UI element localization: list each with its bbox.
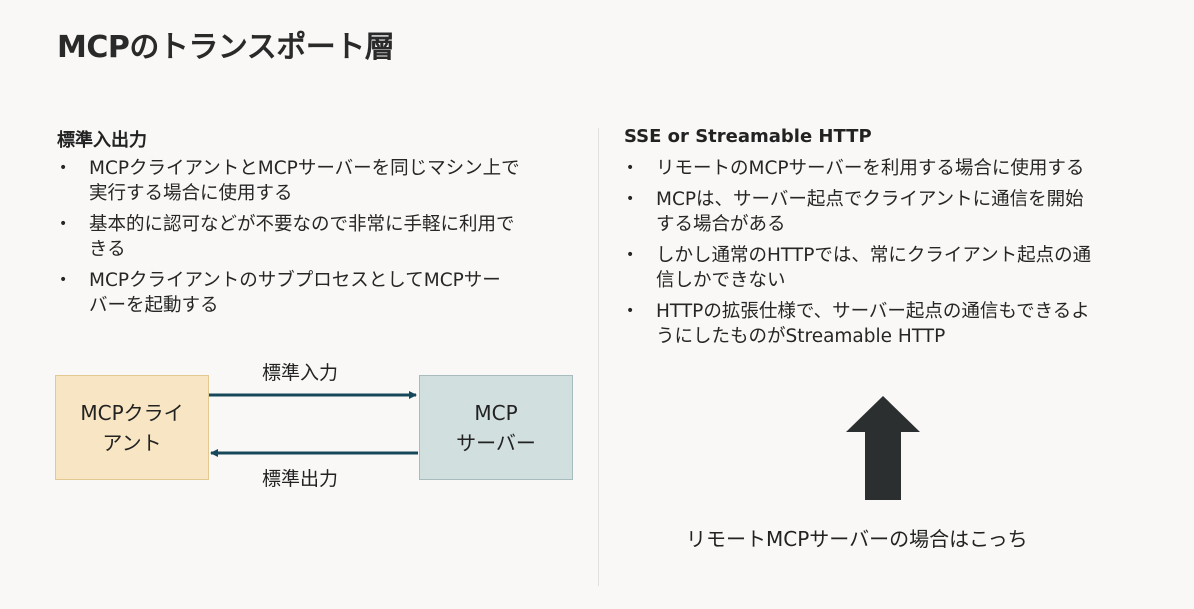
bullet-text-line: 信しかできない (656, 270, 786, 291)
server-label-line: サーバー (456, 430, 536, 455)
stdout-label: 標準出力 (262, 468, 339, 490)
bullet-text-line: 実行する場合に使用する (89, 183, 293, 204)
page-title: MCPのトランスポート層 (57, 30, 395, 65)
bullet-text-line: しかし通常のHTTPでは、常にクライアント起点の通 (656, 245, 1092, 266)
list-item: • 基本的に認可などが不要なので非常に手軽に利用できる (57, 212, 577, 262)
stdin-label: 標準入力 (262, 362, 339, 384)
list-item: • HTTPの拡張仕様で、サーバー起点の通信もできるようにしたものがStreama… (624, 299, 1164, 349)
bullet-text-line: HTTPの拡張仕様で、サーバー起点の通信もできるよ (656, 301, 1090, 322)
bullet-text-line: MCPクライアントとMCPサーバーを同じマシン上で (89, 158, 520, 179)
http-bullet-list: • リモートのMCPサーバーを利用する場合に使用する • MCPは、サーバー起点でク… (624, 156, 1164, 355)
bullet-icon: • (59, 160, 68, 176)
mcp-server-box: MCP サーバー (419, 375, 573, 480)
list-item: • MCPクライアントとMCPサーバーを同じマシン上で実行する場合に使用する (57, 156, 577, 206)
mcp-client-box: MCPクライアント (55, 375, 209, 480)
bullet-icon: • (59, 272, 68, 288)
bullet-icon: • (626, 303, 635, 319)
list-item: • MCPクライアントのサブプロセスとしてMCPサーバーを起動する (57, 268, 577, 318)
list-item: • MCPは、サーバー起点でクライアントに通信を開始する場合がある (624, 187, 1164, 237)
bullet-icon: • (626, 160, 635, 176)
bullet-text-line: リモートのMCPサーバーを利用する場合に使用する (656, 158, 1085, 179)
list-item: • リモートのMCPサーバーを利用する場合に使用する (624, 156, 1164, 181)
bullet-text-line: バーを起動する (89, 295, 219, 316)
bullet-text-line: MCPは、サーバー起点でクライアントに通信を開始 (656, 189, 1084, 210)
bullet-text-line: うにしたものがStreamable HTTP (656, 326, 946, 347)
bullet-text-line: きる (89, 239, 126, 260)
client-label-line: MCPクライ (80, 400, 184, 425)
client-label-line: アント (102, 430, 162, 455)
remote-caption: リモートMCPサーバーの場合はこっち (686, 527, 1028, 551)
bullet-icon: • (626, 247, 635, 263)
bullet-text-line: 基本的に認可などが不要なので非常に手軽に利用で (89, 214, 515, 235)
bullet-text-line: MCPクライアントのサブプロセスとしてMCPサー (89, 270, 501, 291)
bullet-icon: • (626, 191, 635, 207)
bullet-icon: • (59, 216, 68, 232)
list-item: • しかし通常のHTTPでは、常にクライアント起点の通信しかできない (624, 243, 1164, 293)
stdio-bullet-list: • MCPクライアントとMCPサーバーを同じマシン上で実行する場合に使用する • 基… (57, 156, 577, 324)
bullet-text-line: する場合がある (656, 214, 786, 235)
stdio-heading: 標準入出力 (57, 130, 147, 151)
up-arrow-icon (846, 396, 920, 500)
column-divider (598, 128, 599, 586)
http-heading: SSE or Streamable HTTP (624, 126, 872, 147)
server-label-line: MCP (474, 400, 518, 425)
